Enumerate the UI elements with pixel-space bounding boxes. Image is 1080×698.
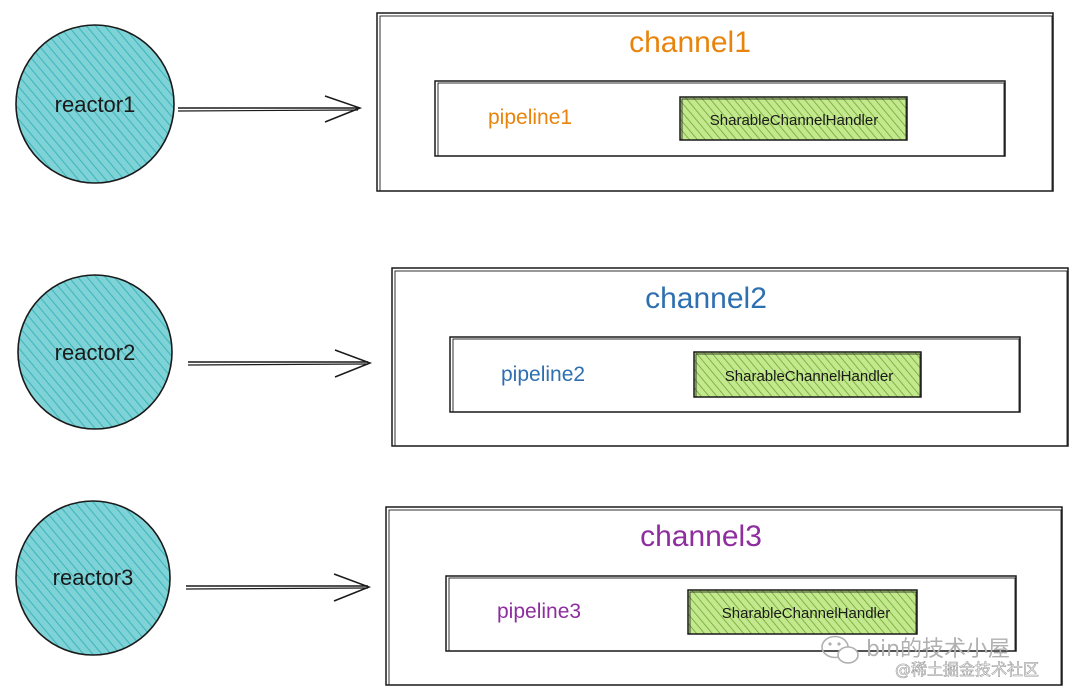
handler-box-3 bbox=[687, 589, 918, 635]
watermark-sub: @稀土掘金技术社区 bbox=[895, 660, 1039, 679]
handler-label-3: SharableChannelHandler bbox=[722, 605, 890, 622]
pipeline-box-3 bbox=[445, 575, 1017, 652]
channel-box-2 bbox=[391, 267, 1069, 447]
watermark-main: bin的技术小屋 bbox=[866, 637, 1010, 662]
channel-box-1 bbox=[376, 12, 1054, 192]
channel-label-3: channel3 bbox=[640, 520, 762, 553]
row-3: reactor3 channel3 pipeline3 SharableChan… bbox=[15, 500, 1063, 686]
reactor-label-2: reactor2 bbox=[55, 340, 136, 365]
arrow-3 bbox=[185, 573, 372, 602]
channel-label-1: channel1 bbox=[629, 26, 751, 59]
pipeline-label-3: pipeline3 bbox=[497, 600, 581, 623]
pipeline-label-1: pipeline1 bbox=[488, 106, 572, 129]
reactor-circle-2 bbox=[17, 274, 173, 430]
handler-box-1 bbox=[679, 96, 908, 141]
pipeline-box-1 bbox=[434, 80, 1006, 157]
handler-label-1: SharableChannelHandler bbox=[710, 112, 878, 129]
channel-box-3 bbox=[385, 506, 1063, 686]
arrow-2 bbox=[187, 349, 373, 378]
reactor-label-1: reactor1 bbox=[55, 92, 136, 117]
row-2: reactor2 channel2 pipeline2 SharableChan… bbox=[17, 267, 1069, 447]
pipeline-label-2: pipeline2 bbox=[501, 363, 585, 386]
handler-label-2: SharableChannelHandler bbox=[725, 368, 893, 385]
reactor-circle-1 bbox=[15, 24, 175, 184]
reactor-circle-3 bbox=[15, 500, 171, 656]
arrow-1 bbox=[177, 95, 363, 123]
row-1: reactor1 channel1 pipeline1 SharableChan… bbox=[15, 12, 1054, 192]
reactor-label-3: reactor3 bbox=[53, 565, 134, 590]
pipeline-box-2 bbox=[449, 336, 1021, 413]
watermark: bin的技术小屋 @稀土掘金技术社区 bbox=[821, 635, 1039, 679]
channel-label-2: channel2 bbox=[645, 282, 767, 315]
handler-box-2 bbox=[693, 351, 922, 398]
wechat-icon bbox=[821, 635, 859, 664]
